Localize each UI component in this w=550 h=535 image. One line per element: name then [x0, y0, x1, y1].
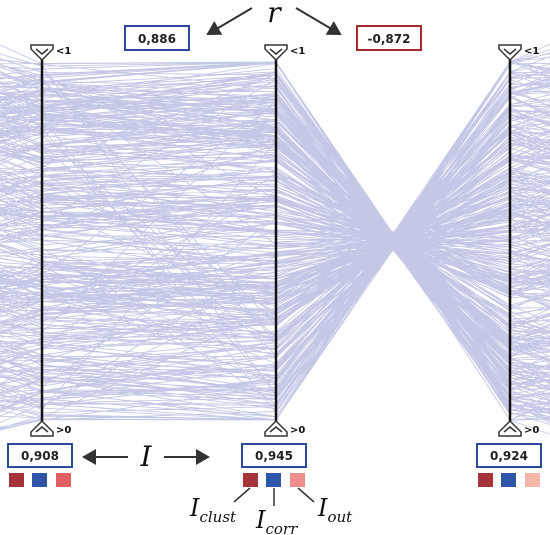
swatch-clust-2: [243, 473, 258, 487]
score-value-3: 0,924: [490, 449, 528, 463]
swatch-corr-3: [501, 473, 516, 487]
correlation-value-1: 0,886: [138, 32, 176, 46]
axis-2-bottom-label: >0: [290, 425, 305, 436]
axis-1-bottom-handle[interactable]: [30, 419, 54, 437]
i-out-label: Iout: [317, 494, 353, 526]
swatch-corr-2: [266, 473, 281, 487]
chevron-down-icon: [35, 48, 49, 55]
swatch-out-3: [525, 473, 540, 487]
swatch-corr-1: [32, 473, 47, 487]
axis-2-top-label: <1: [290, 46, 305, 57]
arrow-right: [295, 7, 342, 36]
axis-3-bottom-handle[interactable]: [498, 419, 522, 437]
axis-2-top-handle[interactable]: [264, 44, 288, 62]
out-pointer: [297, 487, 315, 503]
axis-1-top-label: <1: [56, 46, 71, 57]
chevron-up-icon: [503, 426, 517, 433]
arrow-left: [206, 7, 253, 36]
chevron-down-icon: [503, 48, 517, 55]
i-clust-label: Iclust: [189, 494, 237, 526]
chevron-up-icon: [35, 426, 49, 433]
r-symbol: r: [267, 0, 282, 29]
swatch-clust-1: [9, 473, 24, 487]
i-corr-label: Icorr: [255, 506, 298, 535]
correlation-box-2: -0,872: [356, 25, 422, 51]
axis-2-bottom-handle[interactable]: [264, 419, 288, 437]
score-value-2: 0,945: [255, 449, 293, 463]
swatch-clust-3: [478, 473, 493, 487]
swatch-out-2: [290, 473, 305, 487]
chevron-down-icon: [269, 48, 283, 55]
score-value-1: 0,908: [21, 449, 59, 463]
axis-1-top-handle[interactable]: [30, 44, 54, 62]
correlation-box-1: 0,886: [124, 25, 190, 51]
axis-3-bottom-label: >0: [524, 425, 539, 436]
chevron-up-icon: [269, 426, 283, 433]
score-box-2: 0,945: [241, 443, 307, 468]
correlation-value-2: -0,872: [368, 32, 411, 46]
axis-1-bottom-label: >0: [56, 425, 71, 436]
axis-3-top-handle[interactable]: [498, 44, 522, 62]
axis-3-top-label: <1: [524, 46, 539, 57]
i-symbol: I: [139, 440, 152, 473]
clust-pointer: [233, 487, 251, 503]
score-box-3: 0,924: [476, 443, 542, 468]
score-box-1: 0,908: [7, 443, 73, 468]
swatch-out-1: [56, 473, 71, 487]
